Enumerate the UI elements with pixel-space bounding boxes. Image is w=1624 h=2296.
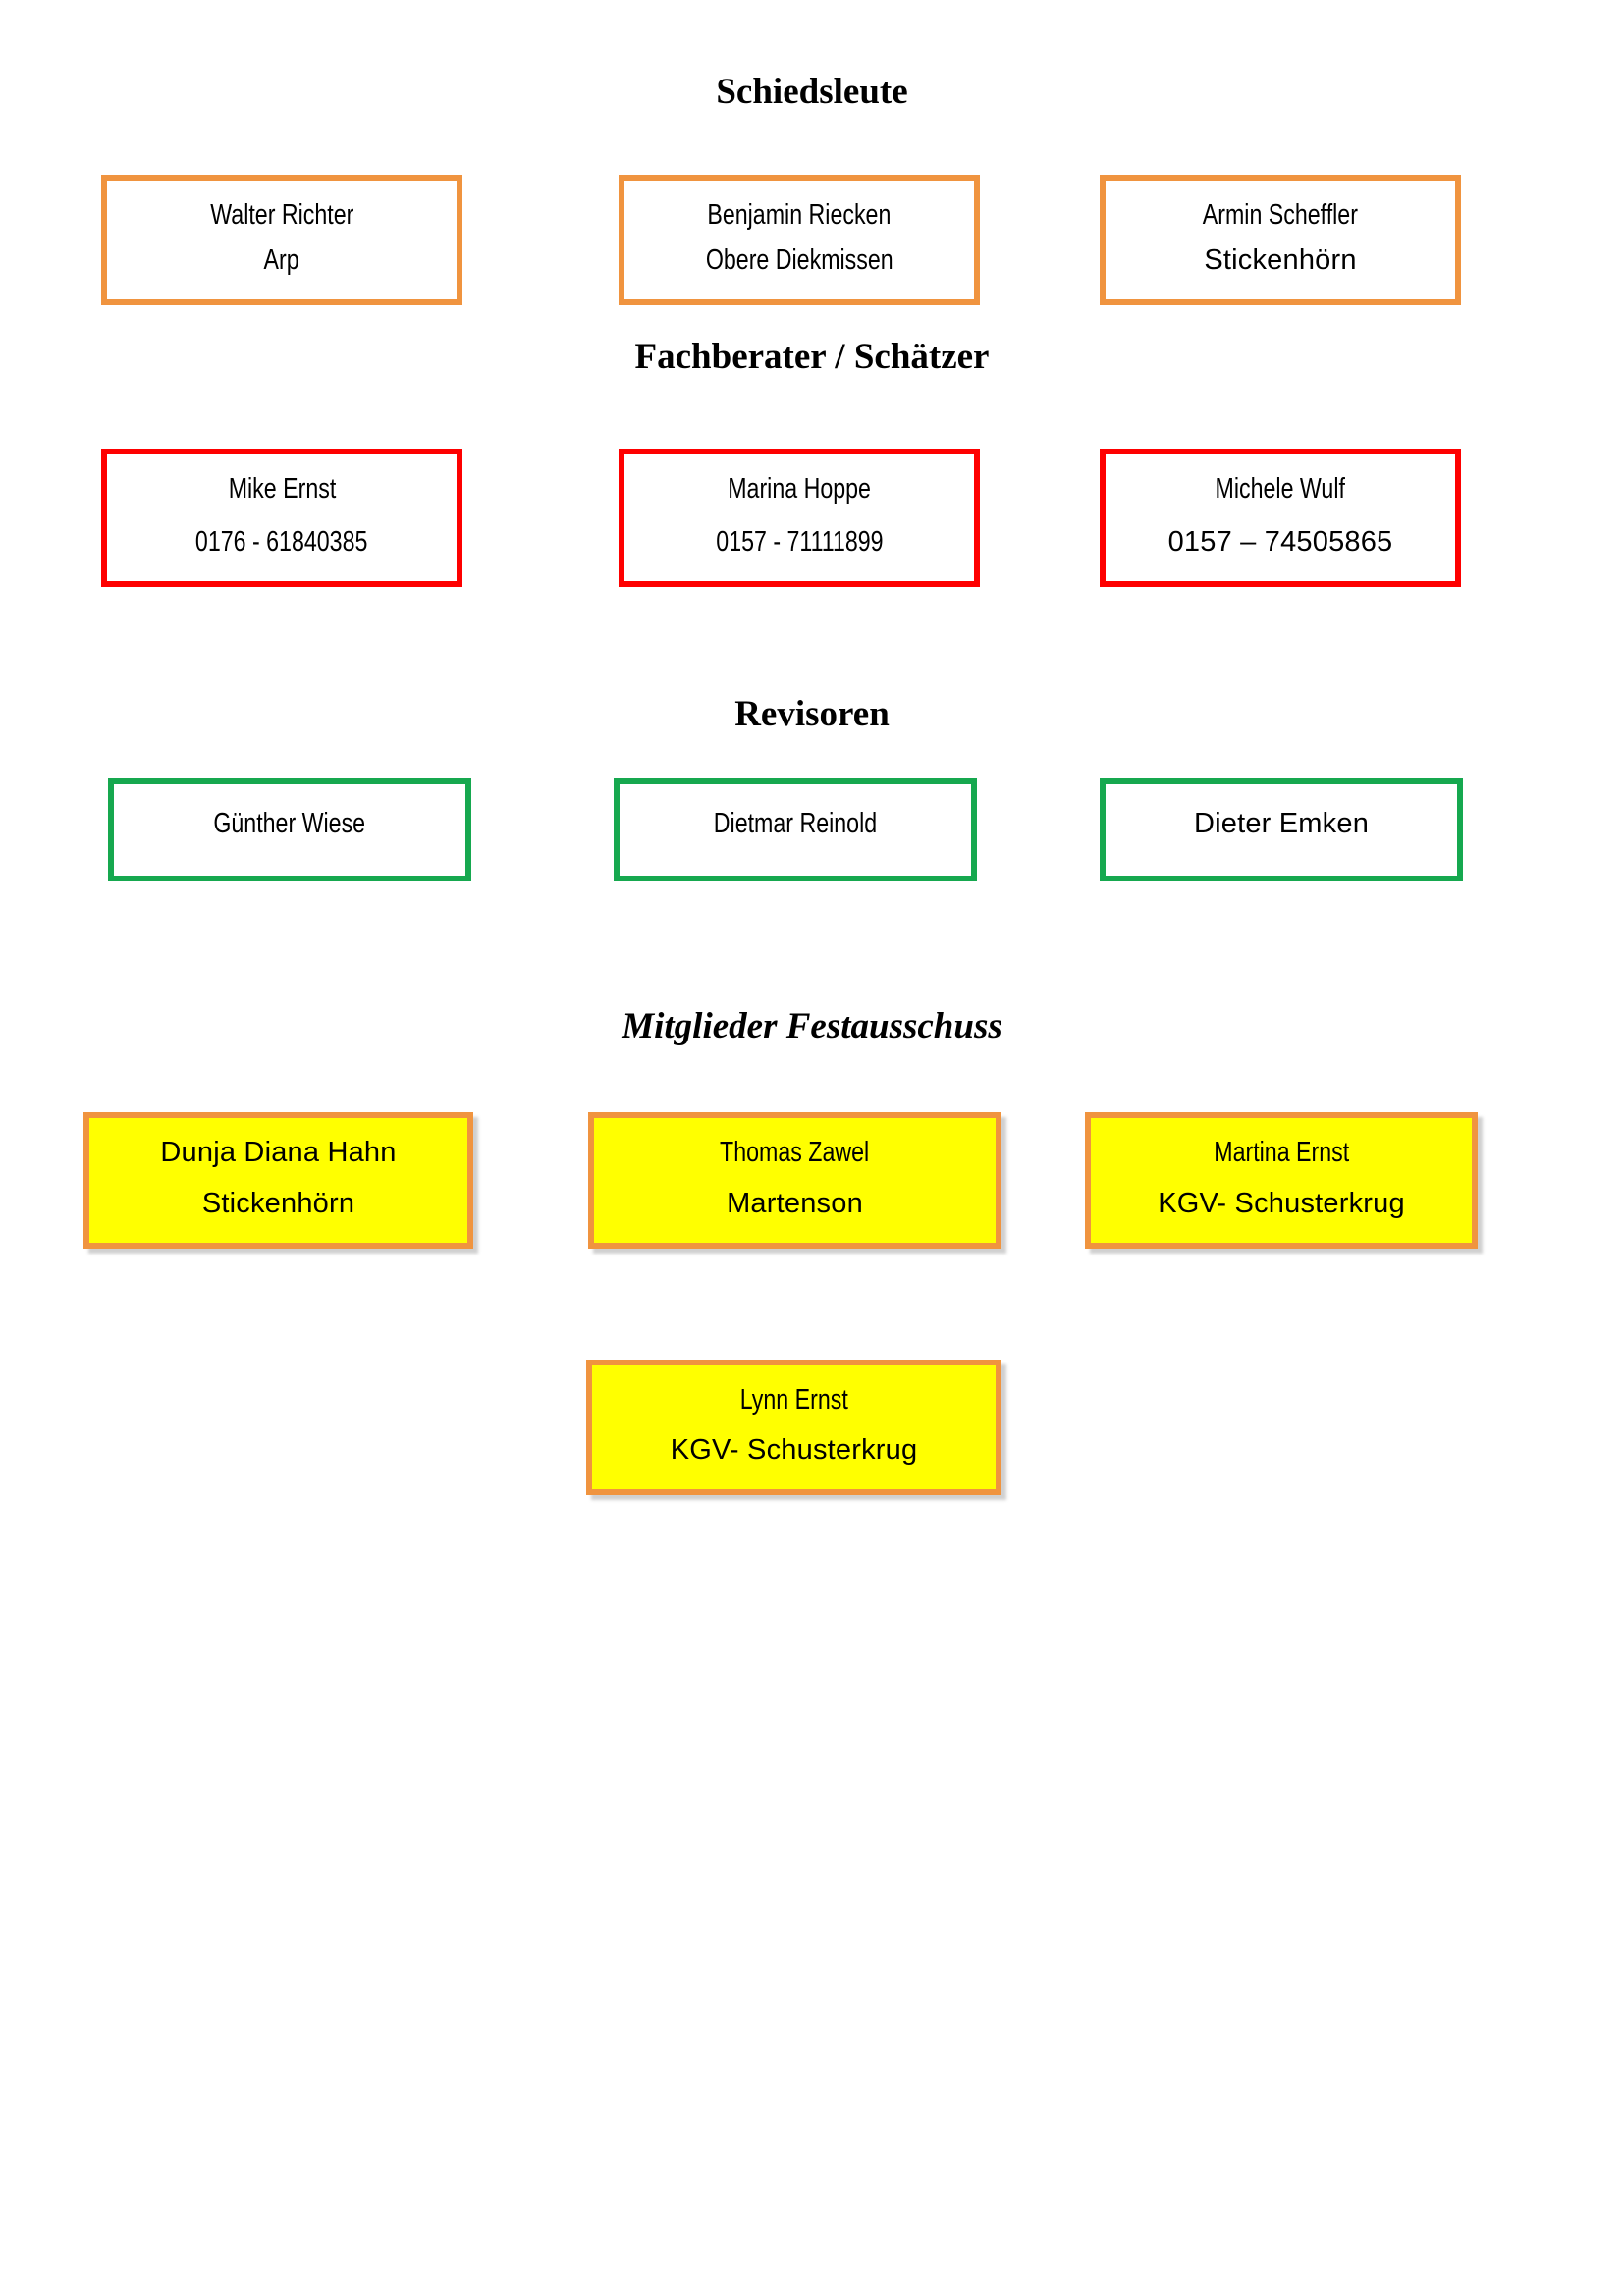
section-title-revisoren: Revisoren bbox=[734, 694, 890, 734]
member-phone: 0157 - 71111899 bbox=[715, 526, 884, 558]
member-name: Mike Ernst bbox=[228, 473, 336, 505]
member-card-mike-ernst: Mike Ernst 0176 - 61840385 bbox=[101, 449, 462, 587]
member-card-marina-hoppe: Marina Hoppe 0157 - 71111899 bbox=[619, 449, 980, 587]
member-name: Dietmar Reinold bbox=[713, 808, 878, 839]
member-detail: KGV- Schusterkrug bbox=[1158, 1188, 1405, 1219]
section-title-mitglieder-festausschuss: Mitglieder Festausschuss bbox=[622, 1006, 1002, 1046]
member-name: Dunja Diana Hahn bbox=[160, 1137, 397, 1168]
member-card-michele-wulf: Michele Wulf 0157 – 74505865 bbox=[1100, 449, 1461, 587]
member-name: Dieter Emken bbox=[1193, 808, 1370, 839]
member-card-benjamin-riecken: Benjamin Riecken Obere Diekmissen bbox=[619, 175, 980, 305]
member-card-dieter-emken: Dieter Emken bbox=[1100, 778, 1463, 881]
member-card-dietmar-reinold: Dietmar Reinold bbox=[614, 778, 977, 881]
member-detail: Obere Diekmissen bbox=[705, 244, 893, 276]
member-detail: KGV- Schusterkrug bbox=[670, 1434, 918, 1466]
member-name: Thomas Zawel bbox=[720, 1137, 870, 1168]
member-name: Lynn Ernst bbox=[739, 1384, 848, 1415]
member-name: Walter Richter bbox=[209, 199, 354, 231]
member-detail: Martenson bbox=[727, 1188, 863, 1219]
member-name: Armin Scheffler bbox=[1202, 199, 1359, 231]
member-name: Marina Hoppe bbox=[728, 473, 871, 505]
member-detail: Stickenhörn bbox=[201, 1188, 355, 1219]
member-detail: Arp bbox=[263, 244, 300, 276]
member-name: Michele Wulf bbox=[1215, 473, 1346, 505]
member-phone: 0176 - 61840385 bbox=[195, 526, 368, 558]
member-phone: 0157 – 74505865 bbox=[1167, 526, 1393, 558]
member-card-thomas-zawel: Thomas Zawel Martenson bbox=[588, 1112, 1001, 1249]
section-title-fachberater-schaetzer: Fachberater / Schätzer bbox=[634, 337, 990, 377]
section-title-schiedsleute: Schiedsleute bbox=[716, 72, 908, 112]
member-name: Günther Wiese bbox=[213, 808, 366, 839]
member-card-guenther-wiese: Günther Wiese bbox=[108, 778, 471, 881]
member-name: Martina Ernst bbox=[1214, 1137, 1349, 1168]
member-detail: Stickenhörn bbox=[1204, 244, 1357, 276]
member-name: Benjamin Riecken bbox=[707, 199, 892, 231]
member-card-dunja-diana-hahn: Dunja Diana Hahn Stickenhörn bbox=[83, 1112, 473, 1249]
member-card-martina-ernst: Martina Ernst KGV- Schusterkrug bbox=[1085, 1112, 1478, 1249]
member-card-armin-scheffler: Armin Scheffler Stickenhörn bbox=[1100, 175, 1461, 305]
member-card-walter-richter: Walter Richter Arp bbox=[101, 175, 462, 305]
member-card-lynn-ernst: Lynn Ernst KGV- Schusterkrug bbox=[586, 1360, 1001, 1495]
